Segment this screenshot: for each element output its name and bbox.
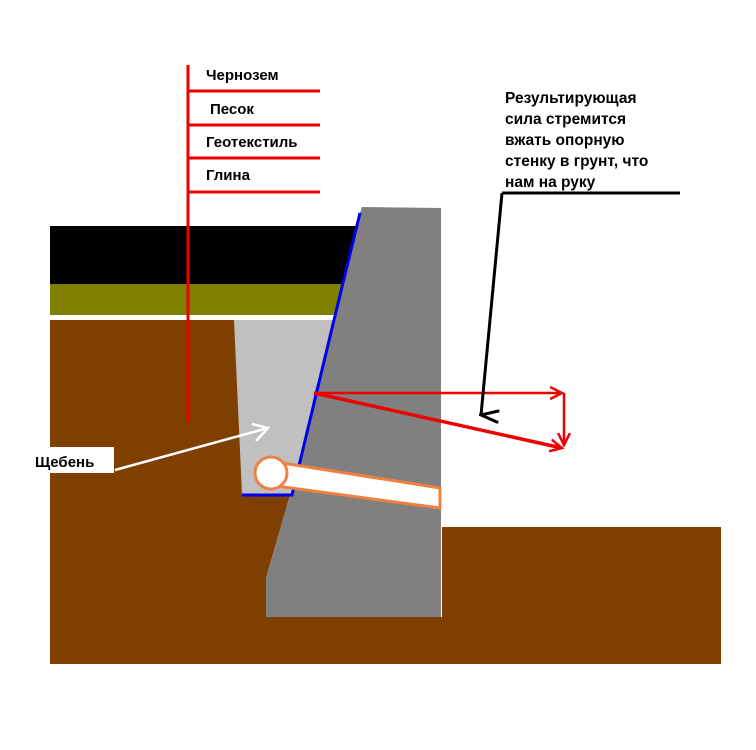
label-clay: Глина — [206, 167, 251, 184]
label-geotextile: Геотекстиль — [206, 134, 298, 151]
retaining-wall — [266, 207, 441, 617]
geotextile-layer — [50, 315, 335, 320]
soil-mass — [50, 320, 721, 664]
resultant-note: Результирующая сила стремится вжать опор… — [481, 90, 680, 415]
geotextile-line — [242, 212, 362, 497]
label-chernozem: Чернозем — [206, 67, 279, 84]
note-line-5: нам на руку — [505, 174, 596, 191]
note-line-2: сила стремится — [505, 111, 626, 128]
note-line-1: Результирующая — [505, 90, 637, 107]
label-sand: Песок — [210, 101, 254, 118]
gravel-backfill — [234, 320, 334, 495]
force-vectors — [313, 391, 564, 448]
label-gravel: Щебень — [35, 454, 94, 471]
layer-legend: Чернозем Песок Геотекстиль Глина — [186, 65, 320, 422]
sand-layer — [50, 284, 343, 315]
gravel-callout: Щебень — [28, 422, 271, 473]
drain-pipe — [253, 455, 289, 491]
chernozem-layer — [50, 226, 358, 284]
note-line-4: стенку в грунт, что — [505, 153, 648, 170]
resultant-force-arrow — [313, 391, 562, 448]
note-line-3: вжать опорную — [505, 132, 625, 149]
